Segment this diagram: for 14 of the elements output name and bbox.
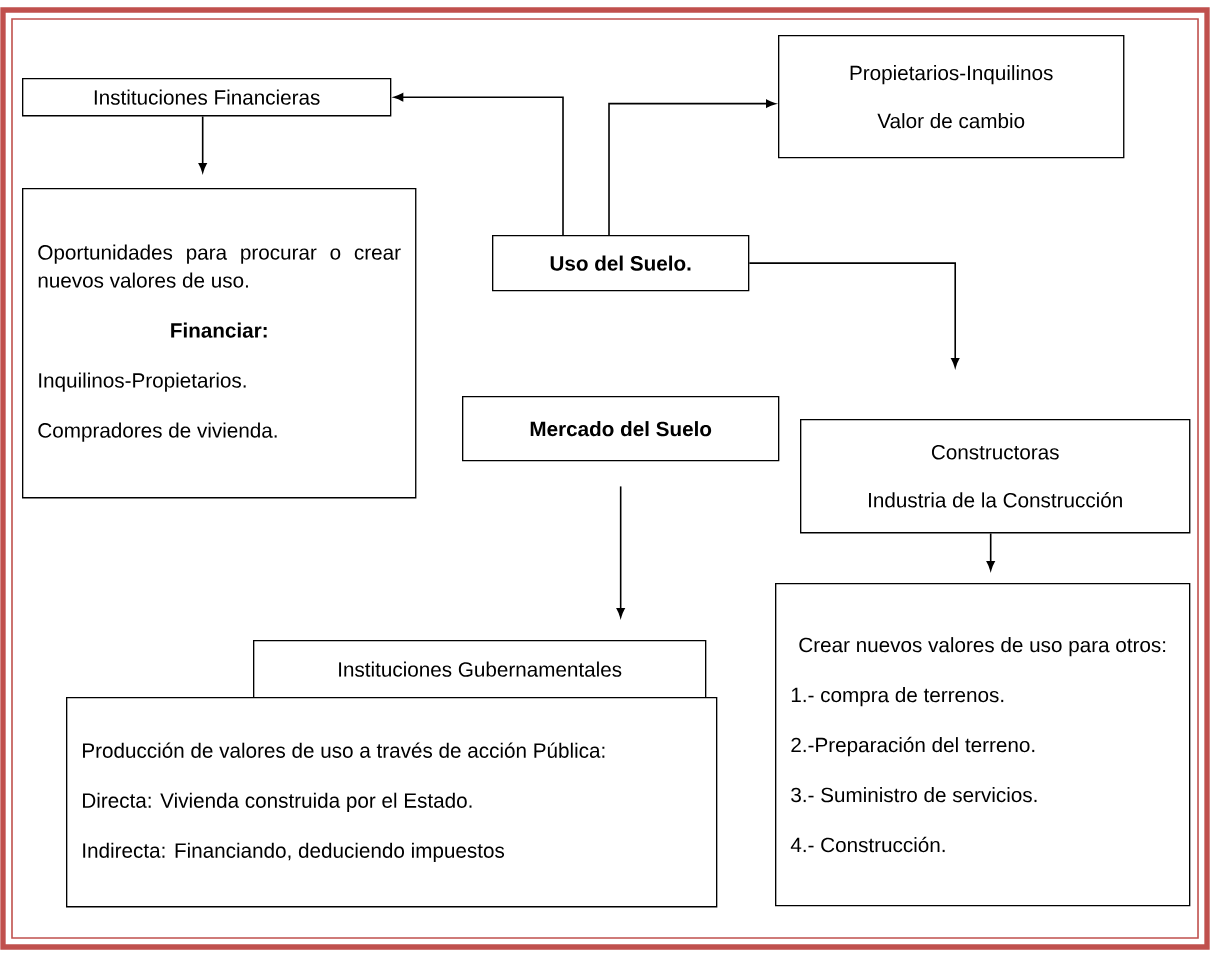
label-box: Instituciones Financieras bbox=[22, 78, 392, 117]
label-box: Propietarios-Inquilinos Valor de cambio bbox=[778, 35, 1125, 159]
text-box: Oportunidades para procurar o crear nuevos valores de uso. Financiar: Inquilinos-Propietarios. Compradores de vivienda. bbox=[22, 188, 417, 499]
label-box: Instituciones Gubernamentales bbox=[253, 640, 707, 699]
arrow bbox=[393, 93, 564, 236]
text-box: Crear nuevos valores de uso para otros: 1.- compra de terrenos. 2.-Preparación del terreno. 3.- Suministro de servicios. 4.- Construcción. bbox=[775, 583, 1191, 907]
label-box: Mercado del Suelo bbox=[462, 396, 780, 462]
arrow bbox=[198, 115, 207, 173]
label-box: Constructoras Industria de la Construcción bbox=[800, 419, 1191, 534]
arrow bbox=[986, 532, 995, 571]
label-box: Uso del Suelo. bbox=[492, 235, 750, 292]
arrow bbox=[608, 99, 776, 236]
arrow bbox=[616, 485, 625, 618]
arrow bbox=[748, 262, 960, 368]
